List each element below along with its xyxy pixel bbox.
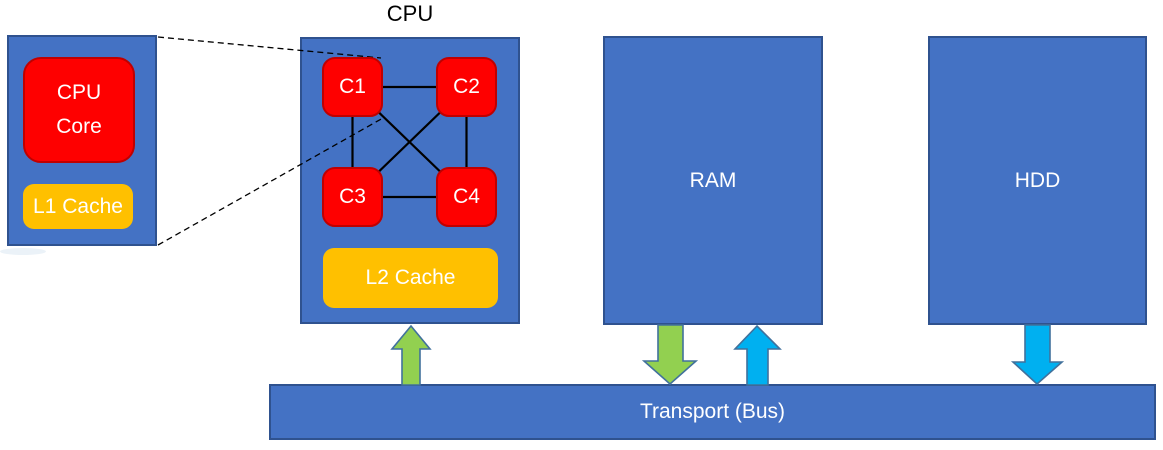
bus-box: Transport (Bus) (269, 384, 1156, 440)
smudge-artifact (0, 248, 46, 255)
callout-line-top (157, 36, 382, 59)
core-c3-label: C3 (339, 185, 366, 208)
arrow-bus-to-ram-up (733, 324, 782, 386)
l2-cache-label: L2 Cache (365, 266, 456, 289)
cpu-core-box: CPU Core (23, 57, 135, 163)
core-c4-box: C4 (436, 167, 497, 227)
cpu-title: CPU (386, 1, 434, 26)
l1-cache-box: L1 Cache (23, 184, 133, 229)
ram-label: RAM (689, 168, 737, 192)
core-c1-box: C1 (322, 57, 383, 117)
cpu-core-label-line1: CPU (56, 81, 102, 105)
hdd-label: HDD (1014, 168, 1061, 192)
bus-label: Transport (Bus) (639, 400, 786, 423)
l2-cache-box: L2 Cache (323, 248, 498, 308)
arrow-bus-to-cpu-up (390, 324, 432, 386)
hdd-box: HDD (928, 36, 1147, 325)
core-c4-label: C4 (453, 185, 480, 208)
core-c2-box: C2 (436, 57, 497, 117)
cpu-core-label-line2: Core (56, 115, 102, 138)
core-c3-box: C3 (322, 167, 383, 227)
core-c1-label: C1 (339, 75, 366, 98)
l1-cache-label: L1 Cache (33, 194, 123, 218)
callout-line-bottom (157, 117, 384, 246)
core-c2-label: C2 (453, 75, 480, 98)
arrow-hdd-to-bus-down (1010, 324, 1065, 386)
ram-box: RAM (603, 36, 823, 325)
arrow-ram-to-bus-down (641, 324, 699, 386)
